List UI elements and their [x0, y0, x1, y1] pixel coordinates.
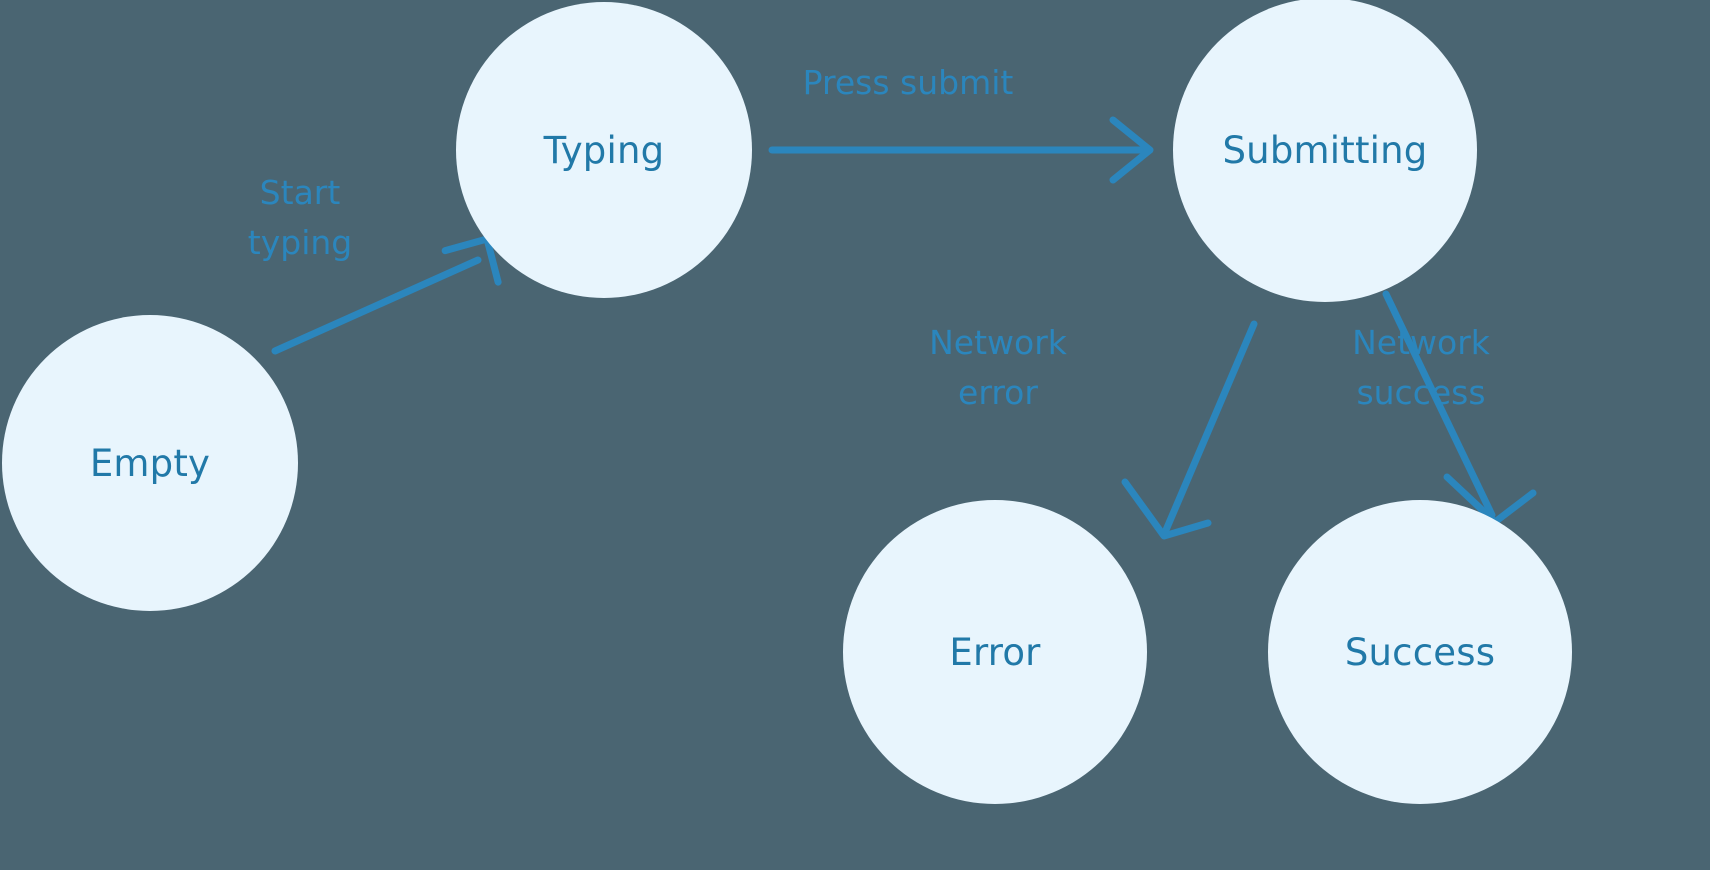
state-node-error[interactable]: Error: [843, 500, 1147, 804]
edge-label-network-error: Network error: [929, 318, 1067, 418]
state-label-typing: Typing: [543, 128, 665, 172]
edge-label-network-success-line2: success: [1356, 373, 1486, 412]
edge-line-submitting-to-error: [1162, 320, 1258, 534]
state-label-error: Error: [949, 630, 1041, 674]
arrowhead-submitting-to-error: [1121, 478, 1212, 540]
state-label-empty: Empty: [89, 441, 211, 485]
edge-typing-to-submitting: [768, 116, 1154, 184]
state-label-success: Success: [1344, 630, 1496, 674]
state-node-success[interactable]: Success: [1268, 500, 1572, 804]
edge-label-network-success-line1: Network: [1352, 323, 1490, 362]
state-node-empty[interactable]: Empty: [2, 315, 298, 611]
edge-line-submitting-to-success: [1382, 290, 1496, 519]
edge-label-network-error-line2: error: [958, 373, 1038, 412]
state-label-submitting: Submitting: [1222, 128, 1428, 172]
arrowhead-typing-to-submitting: [1109, 116, 1154, 184]
edge-label-press-submit-line1: Press submit: [802, 63, 1014, 102]
state-node-typing[interactable]: Typing: [456, 2, 752, 298]
edge-label-press-submit: Press submit: [803, 58, 1014, 108]
edge-label-network-success: Network success: [1352, 318, 1490, 418]
edge-label-network-error-line1: Network: [929, 323, 1067, 362]
state-node-submitting[interactable]: Submitting: [1173, 0, 1477, 302]
edge-submitting-to-error: [1121, 320, 1258, 540]
edge-label-start-typing: Start typing: [248, 168, 352, 268]
edge-label-start-typing-line1: Start: [259, 173, 341, 212]
edge-line-empty-to-typing: [271, 256, 482, 355]
edge-label-start-typing-line2: typing: [247, 223, 353, 262]
